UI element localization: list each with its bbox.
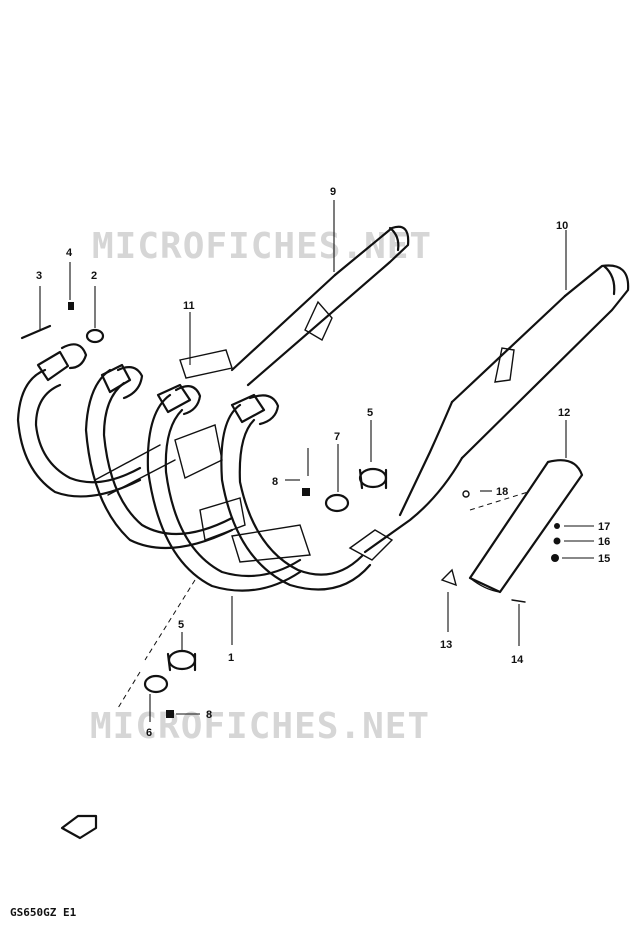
callout-18: 18 [496,486,508,498]
heat-shield [468,459,584,594]
callout-15: 15 [598,553,610,565]
callout-1: 1 [228,652,234,664]
callout-16: 16 [598,536,610,548]
muffler-right [363,264,630,554]
callout-12: 12 [558,407,570,419]
callout-7: 7 [334,431,340,443]
callout-6: 6 [146,727,152,739]
callout-14: 14 [511,654,524,666]
diagram-code: GS650GZ E1 [10,906,77,919]
callouts: 3 4 2 9 10 11 5 7 8 12 18 17 16 15 13 14… [36,186,610,739]
callout-10: 10 [556,220,568,232]
callout-4: 4 [66,247,73,259]
callout-3: 3 [36,270,42,282]
callout-8-upper: 8 [272,476,278,488]
callout-8-lower: 8 [206,709,212,721]
leader-lines [39,200,594,722]
callout-5-upper: 5 [367,407,373,419]
front-arrow-icon [60,814,98,840]
callout-5-lower: 5 [178,619,184,631]
callout-9: 9 [330,186,336,198]
small-parts [20,302,561,718]
watermark-bottom: MICROFICHES.NET [90,706,430,747]
muffler-left [230,225,410,387]
callout-17: 17 [598,521,610,533]
watermark-top: MICROFICHES.NET [92,226,432,267]
pipe-flanges [36,343,280,426]
exhaust-pipes [16,368,394,592]
callout-11: 11 [183,300,195,312]
callout-2: 2 [91,270,97,282]
callout-13: 13 [440,639,452,651]
